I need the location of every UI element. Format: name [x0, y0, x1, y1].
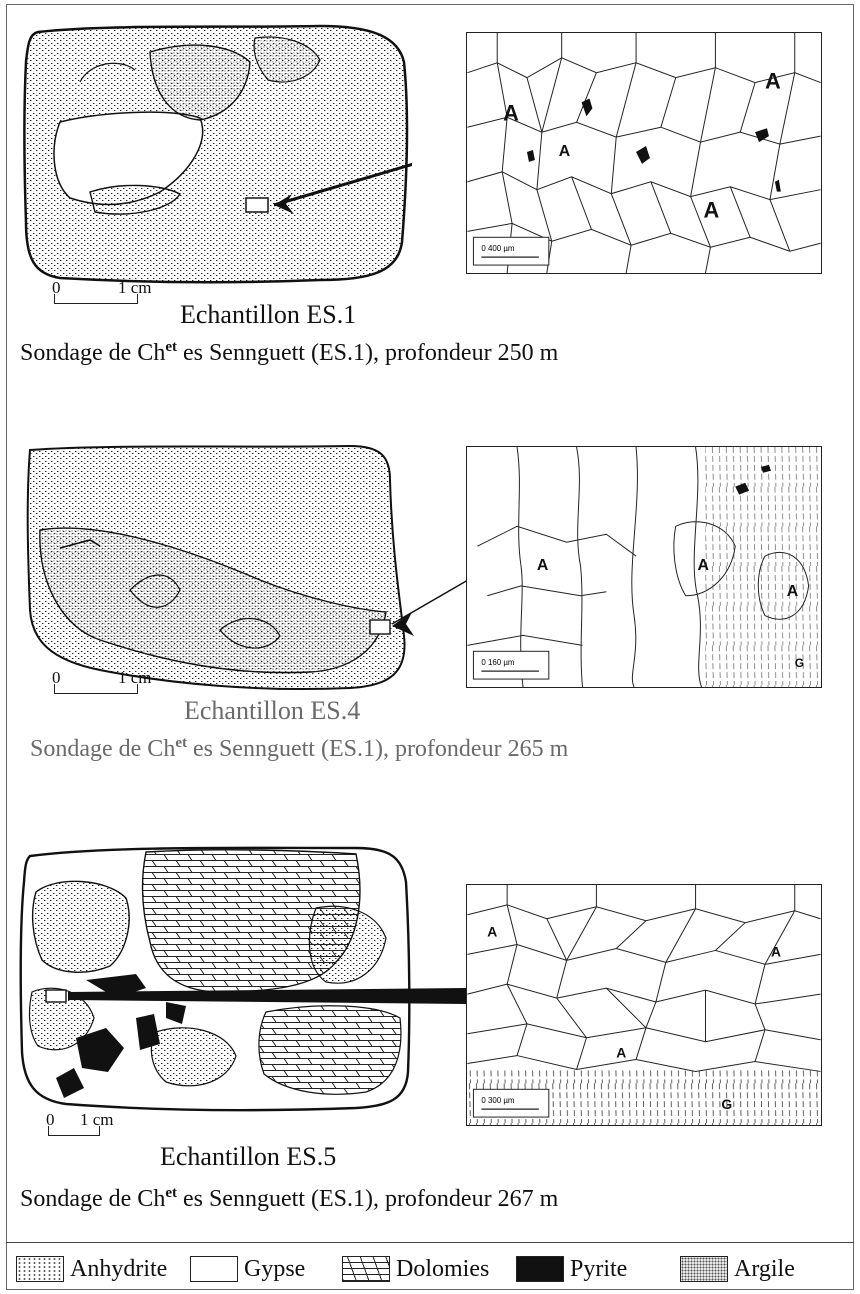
argile-swatch-icon	[680, 1256, 728, 1282]
legend-label: Gypse	[244, 1256, 305, 1283]
grain-label: G	[721, 1096, 732, 1112]
legend-item-gypse: Gypse	[190, 1252, 305, 1286]
sondage-caption-es1: Sondage de Chet es Sennguett (ES.1), pro…	[20, 340, 558, 367]
grain-label: A	[765, 69, 781, 94]
dolomies-swatch-icon	[342, 1256, 390, 1282]
grain-label: A	[503, 100, 519, 125]
legend: Anhydrite Gypse Dolomies Pyrite Argile	[16, 1252, 846, 1286]
grain-label: A	[704, 197, 720, 222]
scale-bar-line	[54, 294, 138, 304]
legend-label: Argile	[734, 1256, 795, 1283]
sample-es5-drawing	[16, 842, 466, 1114]
legend-divider	[6, 1242, 854, 1243]
caption-part: es Sennguett (ES.1), profondeur 250 m	[177, 340, 558, 366]
micro-scale-label: 0 400 µm	[481, 244, 515, 253]
caption-part: Sondage de Ch	[30, 736, 175, 762]
sample-title-es5: Echantillon ES.5	[160, 1142, 336, 1172]
micro-scale-label: 0 160 µm	[481, 658, 515, 667]
legend-label: Anhydrite	[70, 1256, 167, 1283]
grain-label: A	[559, 143, 571, 160]
sample-title-es4: Echantillon ES.4	[184, 696, 360, 726]
anhydrite-swatch-icon	[16, 1256, 64, 1282]
caption-sup: et	[165, 339, 177, 355]
legend-label: Pyrite	[570, 1256, 627, 1283]
sample-es1-drawing	[20, 22, 412, 286]
grain-label: A	[616, 1045, 626, 1061]
sample-title-es1: Echantillon ES.1	[180, 300, 356, 330]
legend-item-argile: Argile	[680, 1252, 795, 1286]
gypse-swatch-icon	[190, 1256, 238, 1282]
grain-label: A	[487, 924, 497, 940]
pyrite-swatch-icon	[516, 1256, 564, 1282]
caption-part: es Sennguett (ES.1), profondeur 267 m	[177, 1186, 558, 1212]
scale-bar-line	[54, 684, 138, 694]
grain-label: A	[787, 583, 799, 600]
legend-item-dolomies: Dolomies	[342, 1252, 489, 1286]
sondage-caption-es4: Sondage de Chet es Sennguett (ES.1), pro…	[30, 736, 568, 763]
scale-bar-es5: 0 1 cm	[44, 1110, 154, 1138]
legend-label: Dolomies	[396, 1256, 489, 1283]
caption-part: Sondage de Ch	[20, 1186, 165, 1212]
legend-item-pyrite: Pyrite	[516, 1252, 627, 1286]
grain-label: A	[771, 943, 781, 959]
grain-label: A	[537, 557, 549, 574]
legend-item-anhydrite: Anhydrite	[16, 1252, 167, 1286]
scale-bar-es1: 0 1 cm	[50, 278, 160, 306]
caption-sup: et	[165, 1185, 177, 1201]
sample-es5-micrograph: 0 300 µm A A A G	[466, 884, 822, 1126]
scale-bar-es4: 0 1 cm	[50, 668, 160, 696]
sample-es4-micrograph: 0 160 µm A A A G	[466, 446, 822, 688]
caption-sup: et	[175, 735, 187, 751]
scale-bar-line	[48, 1126, 100, 1136]
sample-es4-drawing	[20, 440, 470, 696]
grain-label: A	[698, 557, 710, 574]
micro-scale-label: 0 300 µm	[481, 1096, 515, 1105]
sondage-caption-es5: Sondage de Chet es Sennguett (ES.1), pro…	[20, 1186, 558, 1213]
caption-part: Sondage de Ch	[20, 340, 165, 366]
caption-part: es Sennguett (ES.1), profondeur 265 m	[187, 736, 568, 762]
grain-label: G	[795, 656, 804, 670]
sample-es1-micrograph: 0 400 µm A A A A	[466, 32, 822, 274]
